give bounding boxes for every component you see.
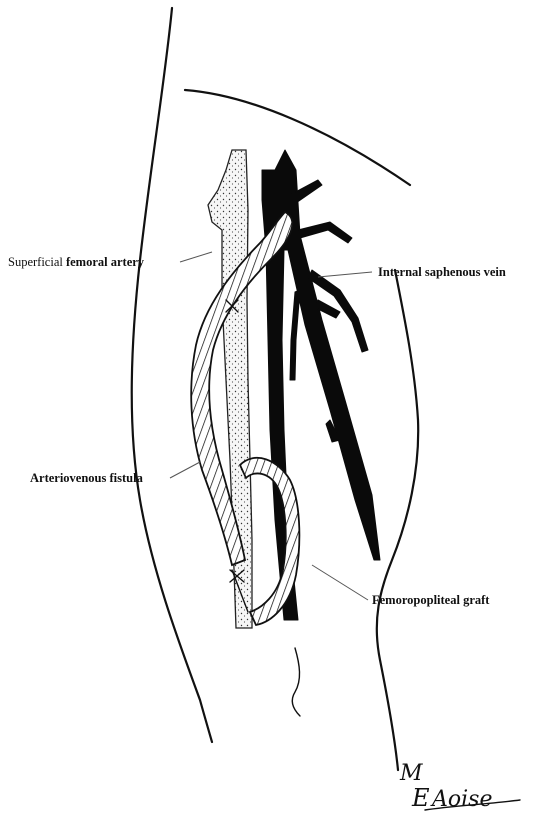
leader-fistula	[170, 462, 200, 478]
thigh-top-curve	[185, 90, 410, 185]
label-artery-part2: femoral artery	[66, 255, 145, 269]
artist-signature: M E Aoise	[399, 761, 520, 812]
label-femoropopliteal-graft: Femoropopliteal graft	[372, 593, 490, 607]
leader-artery	[180, 252, 212, 262]
label-internal-saphenous-vein: Internal saphenous vein	[378, 265, 506, 279]
label-superficial-femoral-artery: Superficial femoral artery	[8, 255, 145, 269]
leader-vein	[318, 272, 372, 277]
svg-text:M: M	[399, 761, 423, 786]
thigh-right-contour	[377, 270, 418, 770]
knee-contour	[292, 648, 300, 716]
label-artery-part1: Superficial	[8, 255, 63, 269]
leader-graft	[312, 565, 368, 600]
svg-text:E: E	[411, 784, 430, 812]
label-arteriovenous-fistula: Arteriovenous fistula	[30, 471, 144, 485]
vein-branch-right-1	[298, 222, 352, 243]
vein-branch-lower-left	[290, 290, 300, 380]
